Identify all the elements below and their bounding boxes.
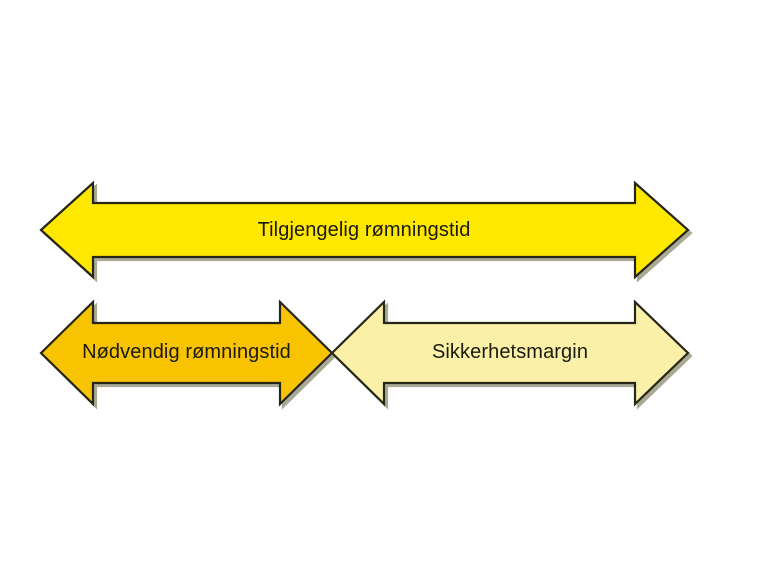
arrow-label-required-escape-time: Nødvendig rømningstid bbox=[82, 341, 291, 363]
arrow-label-available-escape-time: Tilgjengelig rømningstid bbox=[257, 219, 471, 241]
arrow-label-safety-margin: Sikkerhetsmargin bbox=[431, 341, 589, 363]
arrow-available-escape-time bbox=[39, 180, 690, 280]
arrow-safety-margin bbox=[330, 299, 690, 407]
